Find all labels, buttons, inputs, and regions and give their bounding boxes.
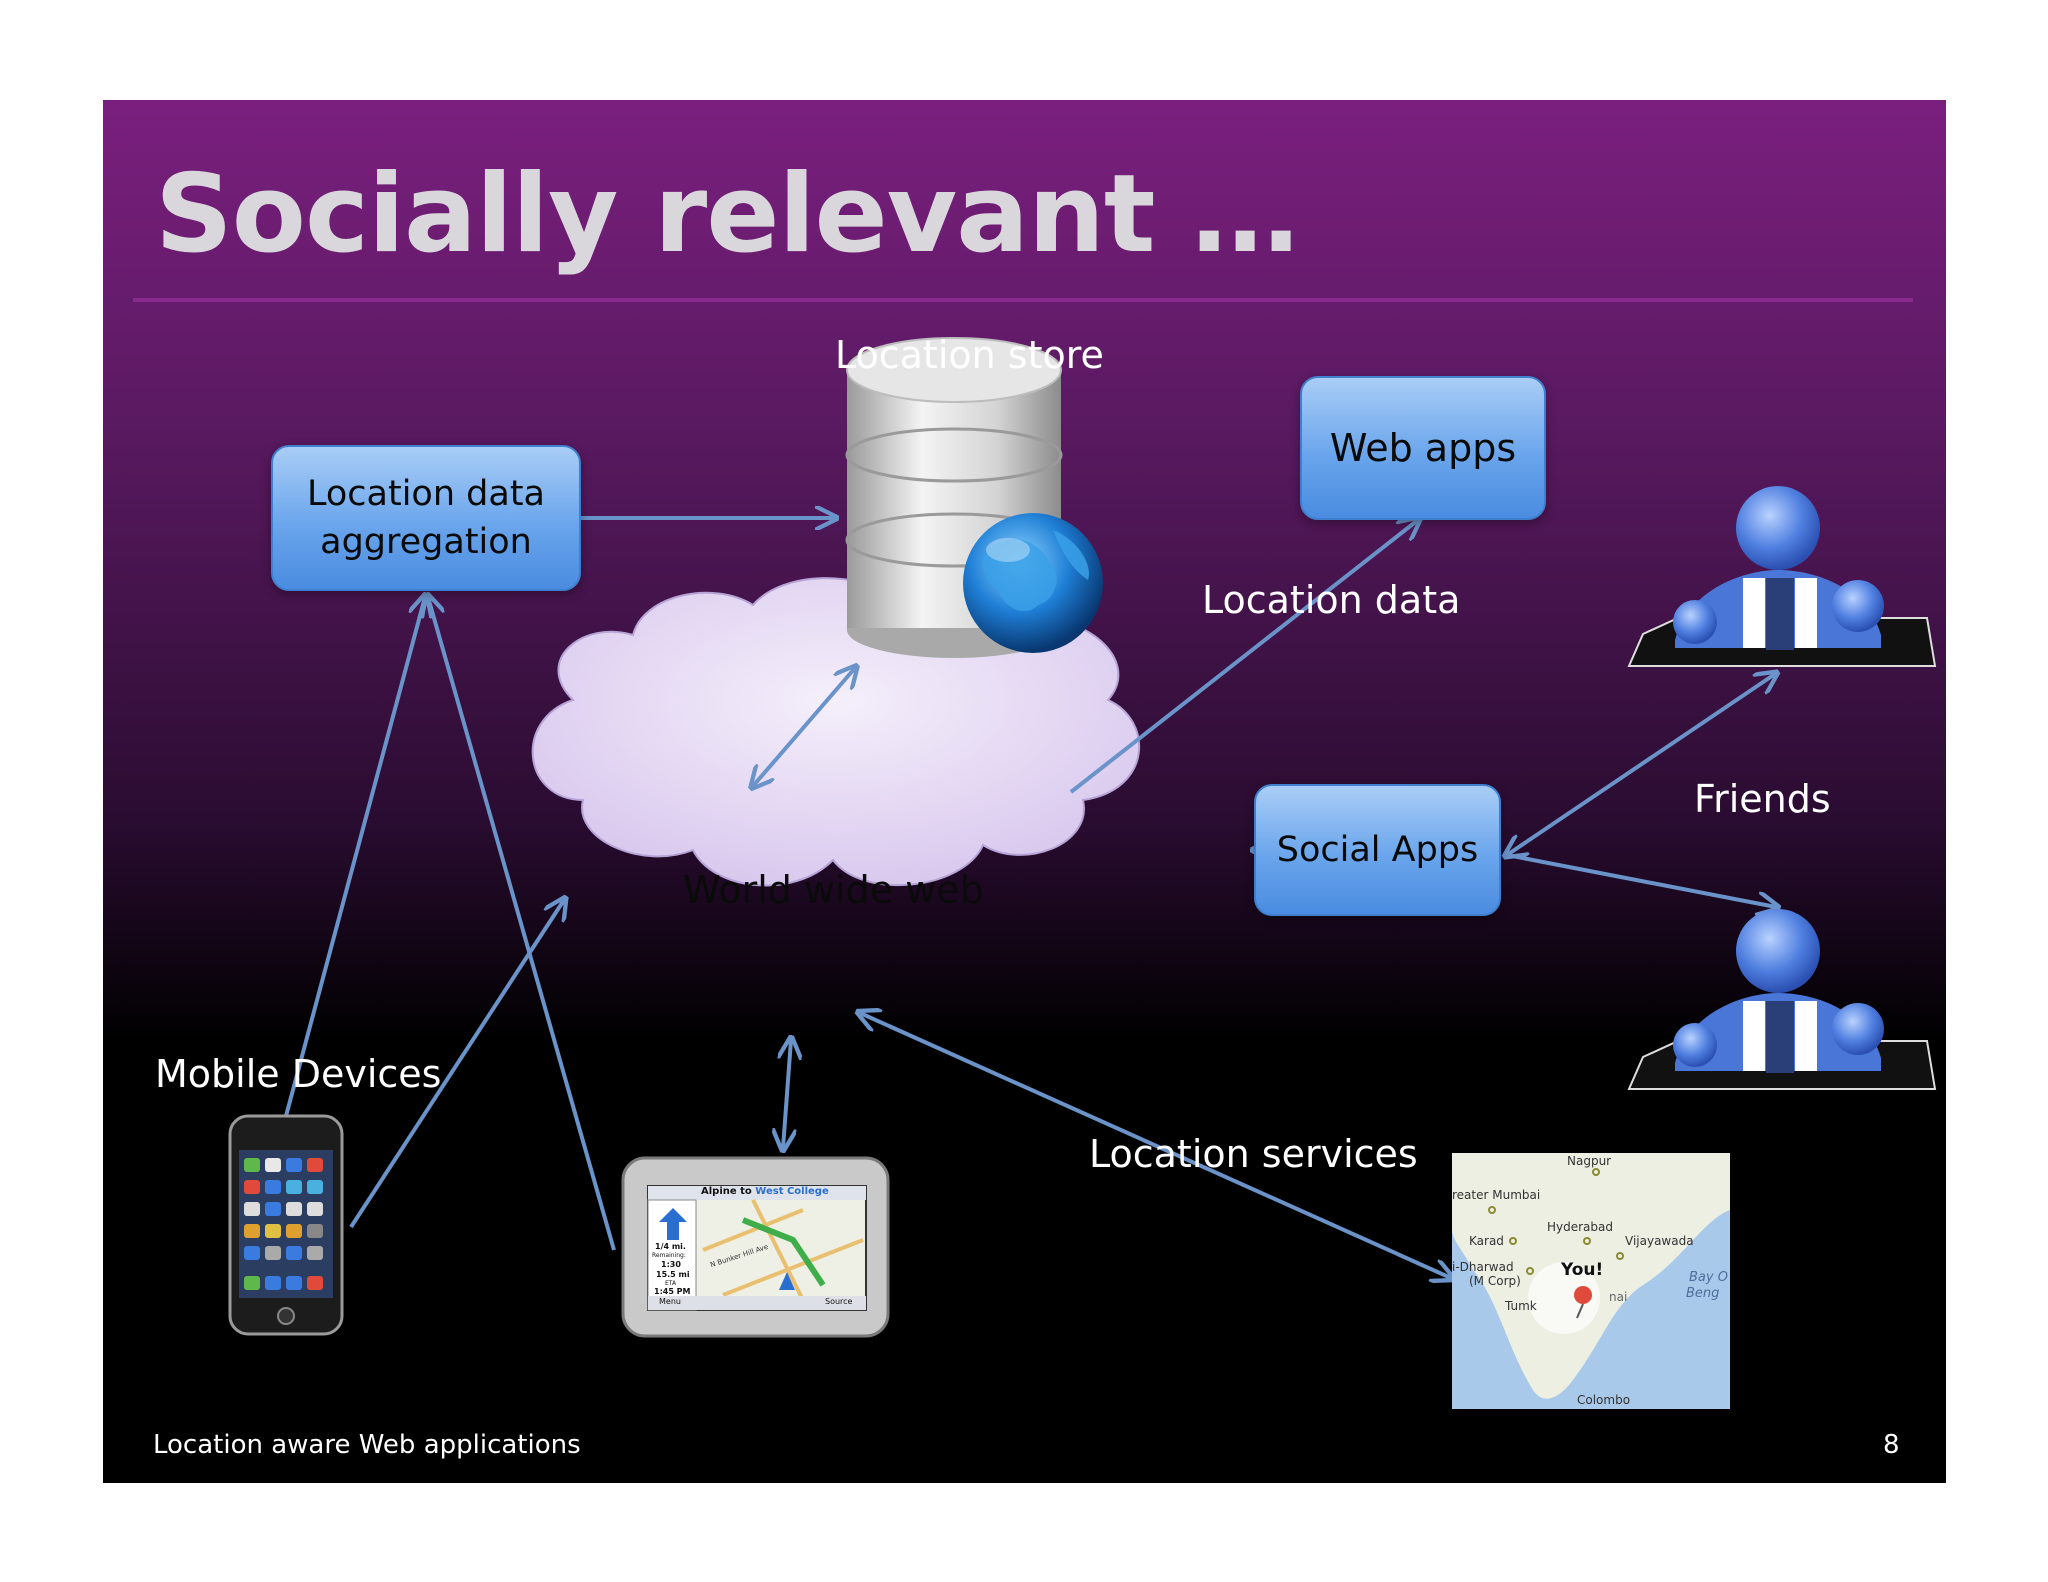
arrow-gps-to-aggregation bbox=[428, 597, 616, 1251]
gps-remaining-label: Remaining: bbox=[652, 1252, 686, 1259]
web-apps-label: Web apps bbox=[1329, 426, 1517, 470]
gps-menu-button: Menu bbox=[659, 1297, 681, 1306]
gps-remaining-time: 1:30 bbox=[661, 1260, 681, 1269]
gps-eta-time: 1:45 PM bbox=[654, 1287, 691, 1296]
gps-remaining-distance: 15.5 mi bbox=[656, 1270, 690, 1279]
globe-icon bbox=[963, 513, 1103, 653]
map-city-tumkur: Tumk bbox=[1505, 1299, 1537, 1313]
title-divider bbox=[133, 298, 1913, 302]
map-city-vijayawada: Vijayawada bbox=[1625, 1234, 1694, 1248]
map-sea-label-2: Beng bbox=[1686, 1286, 1720, 1301]
location-services-edge-label: Location services bbox=[1089, 1132, 1418, 1176]
arrow-www-map bbox=[860, 1013, 1451, 1278]
location-store-label: Location store bbox=[835, 333, 1104, 377]
map-city-mumbai: reater Mumbai bbox=[1452, 1188, 1541, 1202]
diagram-canvas bbox=[228, 337, 1937, 1409]
gps-route-dest: West College bbox=[755, 1186, 829, 1197]
slide-page-number: 8 bbox=[1883, 1430, 1900, 1460]
social-apps-label: Social Apps bbox=[1276, 830, 1479, 870]
social-apps-box: Social Apps bbox=[1254, 784, 1501, 916]
gps-route-from: Alpine to bbox=[701, 1186, 752, 1197]
map-city-dharwad: i-Dharwad bbox=[1452, 1260, 1514, 1274]
friend-person-top-icon bbox=[1627, 486, 1937, 667]
map-city-colombo: Colombo bbox=[1577, 1393, 1631, 1407]
slide: Socially relevant … bbox=[103, 100, 1946, 1483]
arrow-socialapps-friend-bottom bbox=[1506, 853, 1776, 907]
map-city-mcorp: (M Corp) bbox=[1469, 1274, 1521, 1288]
gps-source-button: Source bbox=[825, 1297, 853, 1306]
gps-distance: 1/4 mi. bbox=[655, 1242, 686, 1251]
gps-route-title: Alpine to West College bbox=[701, 1186, 829, 1197]
location-map bbox=[1452, 1153, 1730, 1409]
slide-title: Socially relevant … bbox=[155, 152, 1299, 277]
www-label: World wide web bbox=[683, 868, 984, 912]
aggregation-line-1: Location data bbox=[307, 474, 545, 514]
aggregation-line-2: aggregation bbox=[320, 522, 532, 562]
map-city-nagpur: Nagpur bbox=[1567, 1154, 1612, 1168]
map-you-marker-label: You! bbox=[1561, 1260, 1604, 1280]
web-apps-box: Web apps bbox=[1300, 376, 1546, 520]
location-data-aggregation-box: Location data aggregation bbox=[271, 445, 581, 591]
friends-label: Friends bbox=[1694, 777, 1831, 821]
arrow-www-to-webapps bbox=[1069, 520, 1418, 794]
map-city-hyderabad: Hyderabad bbox=[1547, 1220, 1613, 1234]
map-city-karad: Karad bbox=[1469, 1234, 1504, 1248]
arrow-phone-to-aggregation bbox=[284, 597, 425, 1117]
map-city-chennai: nai bbox=[1609, 1290, 1628, 1304]
gps-navigator-icon bbox=[621, 1156, 890, 1338]
mobile-phone-icon bbox=[228, 1114, 344, 1336]
arrow-phone-to-www bbox=[349, 900, 564, 1229]
arrow-store-www bbox=[753, 668, 855, 786]
gps-eta-label: ETA bbox=[665, 1280, 677, 1287]
arrow-socialapps-friend-top bbox=[1507, 674, 1775, 855]
arrow-www-gps bbox=[783, 1040, 791, 1148]
friend-person-bottom-icon bbox=[1627, 909, 1937, 1090]
location-data-edge-label: Location data bbox=[1202, 578, 1461, 622]
mobile-devices-label: Mobile Devices bbox=[155, 1052, 442, 1096]
footer-presentation-title: Location aware Web applications bbox=[153, 1430, 581, 1460]
map-sea-label-1: Bay O bbox=[1689, 1270, 1728, 1285]
